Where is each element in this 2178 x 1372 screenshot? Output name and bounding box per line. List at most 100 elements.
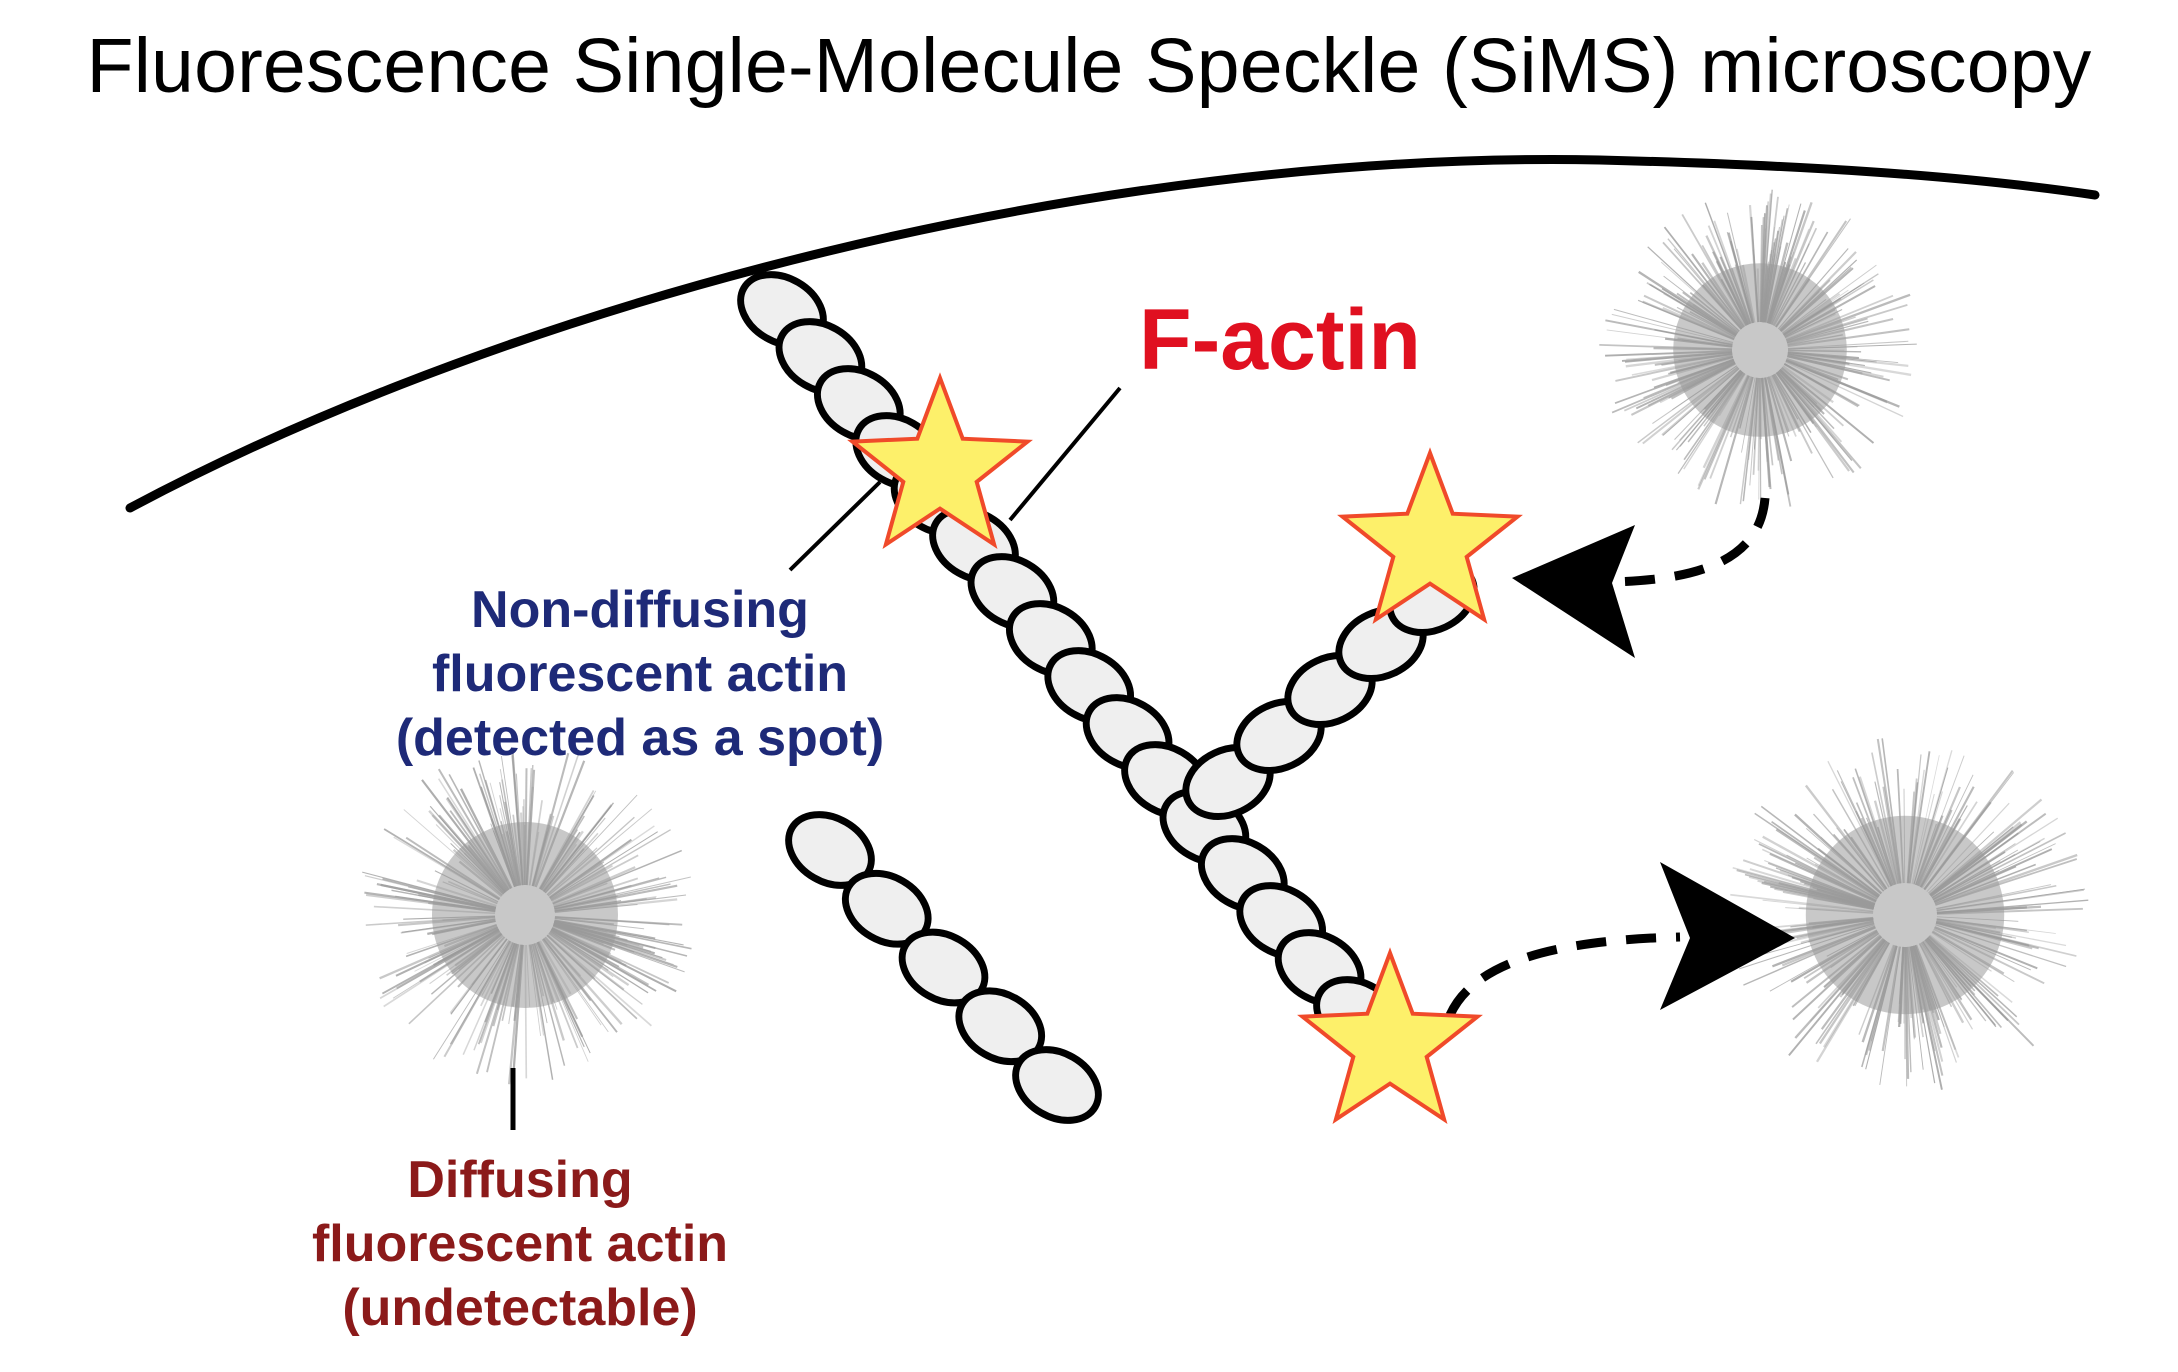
speckle-ray [546,934,638,1020]
speckle-ray [553,923,678,969]
speckle-ray [554,894,687,912]
speckle-ray [1784,309,1836,338]
speckle-ray [548,932,625,991]
speckle-ray [1739,377,1758,505]
speckle-ray [511,944,523,1007]
speckle-ray [414,928,499,972]
speckle-ray [551,854,639,902]
dashed-arrow-bottom [1445,932,1681,1017]
speckle-ray [537,941,579,1020]
speckle-ray [1852,776,1895,886]
speckle-ray [1908,946,1924,1038]
speckle-ray [1782,293,1841,335]
speckle-ray [535,942,559,1003]
speckle-ray [1631,354,1733,376]
speckle-ray [529,944,554,1080]
speckle-ray [547,856,597,897]
speckle-ray [1611,360,1735,414]
speckle-ray [1794,938,1885,1039]
speckle-ray [376,883,496,910]
speckle-ray [1786,357,1849,381]
speckle-ray [432,920,496,936]
speckle-ray [1813,813,1884,892]
speckle-ray [1936,888,2084,912]
speckle-ray [484,779,518,887]
speckle-ray [1774,373,1812,433]
speckle-ray [438,814,507,894]
speckle-ray [1927,936,2020,1026]
speckle-ray [1776,372,1817,428]
speckle-ray [529,831,540,886]
speckle-ray [1749,868,1875,907]
speckle-ray [1704,202,1751,325]
speckle-ray [1812,890,1875,908]
speckle-ray [1767,862,1876,905]
speckle-ray [1759,377,1762,498]
speckle-ray [1762,226,1775,323]
speckle-ray [1787,351,1909,368]
speckle-ray [1823,941,1890,1048]
speckle-ray [1780,266,1852,332]
speckle-ray [1839,939,1887,998]
speckle-ray [1647,246,1740,332]
speckle-ray [1904,946,1910,1079]
speckle-ray [1920,942,1974,1030]
speckle-ray [1782,302,1833,336]
speckle-ray [364,891,496,912]
speckle-ray [449,940,511,1045]
speckle-ray [1861,945,1897,1068]
speckle-ray [1817,937,1884,1009]
speckle-ray [1781,926,1876,967]
speckle-ray [1873,800,1898,885]
speckle-ray [1605,350,1733,357]
speckle-ray [544,936,623,1025]
speckle-ray [553,877,660,908]
speckle-ray [1827,760,1892,887]
speckle-ray [1932,860,2001,900]
speckle-ray [1771,821,1880,898]
speckle-ray [1905,946,1913,1019]
speckle-ray [1743,927,1876,986]
speckle-ray [1771,374,1813,454]
speckle-ray [1745,923,1875,960]
speckle-ray [544,848,585,894]
speckle-ray [1813,897,1874,910]
speckle-ray [481,941,512,996]
speckle-ray [1936,918,2029,933]
speckle-ray [1689,291,1739,333]
speckle-ray [541,939,602,1026]
speckle-ray [1756,268,1761,323]
speckle-ray [1790,930,1878,983]
speckle-ray [1806,857,1878,900]
speckle-ray [1772,262,1807,326]
speckle-ray [528,944,542,1036]
speckle-ray [530,944,545,997]
speckle-ray [1665,359,1735,387]
speckle-ray [524,944,528,1079]
speckle-ray [433,940,510,1060]
speckle-ray [1683,372,1745,461]
diffusing-line-1: Diffusing [407,1151,633,1209]
speckle-ray [1912,945,1935,1014]
speckle-ray [512,753,524,886]
speckle-ray [1779,368,1823,410]
speckle-ray [534,760,586,888]
speckle-ray [1676,292,1738,336]
speckle-ray [447,880,498,904]
f-actin-text: F-actin [1139,292,1421,388]
speckle-ray [1787,355,1872,374]
speckle-ray [1782,264,1877,334]
speckle-ray [1808,916,1874,925]
speckle-ray [550,864,613,902]
speckle-ray [1787,346,1858,350]
speckle-ray [554,919,656,940]
speckle-ray [1777,248,1849,330]
speckle-ray [552,924,616,951]
speckle-ray [463,852,505,895]
non-diffusing-label: Non-diffusing fluorescent actin (detecte… [340,578,940,770]
speckle-ray [541,830,584,891]
speckle-ray [1936,899,2089,914]
speckle-ray [1682,291,1739,334]
speckle-ray [549,930,609,971]
speckle-ray [1792,936,1883,1021]
